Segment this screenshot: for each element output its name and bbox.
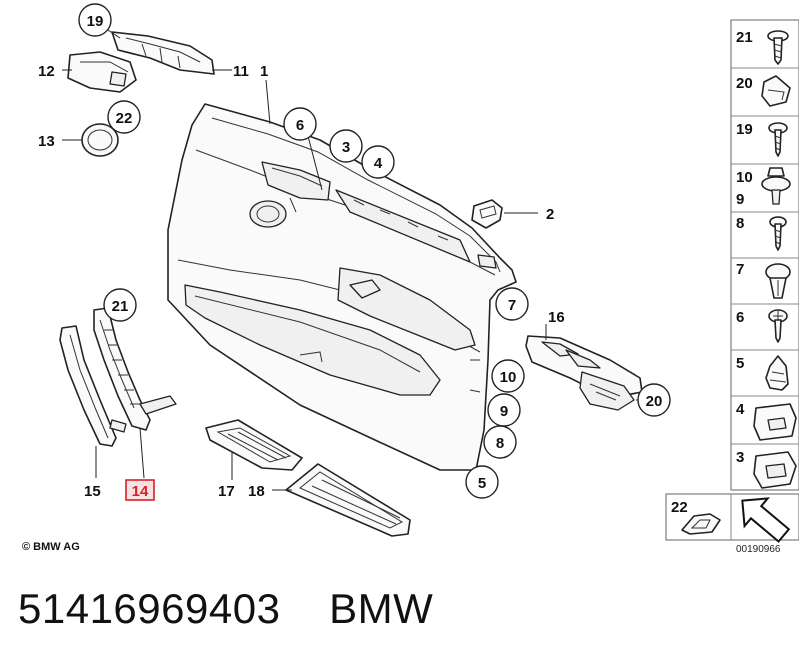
label-17: 17: [218, 483, 235, 500]
callout-3: 3: [329, 129, 363, 163]
sidebar-label-21: 21: [736, 29, 753, 46]
label-14: 14: [132, 483, 149, 500]
speaker-grille-18: [285, 463, 411, 537]
callout-9: 9: [487, 393, 521, 427]
leader-lines: [62, 29, 640, 491]
label-3: 3: [342, 139, 350, 156]
legend-label-22: 22: [671, 499, 688, 516]
label-11: 11: [233, 63, 249, 80]
callout-7: 7: [495, 287, 529, 321]
callout-4: 4: [361, 145, 395, 179]
label-5: 5: [478, 475, 486, 492]
callout-21-left: 21: [103, 288, 137, 322]
armrest-trim-15: [59, 325, 117, 447]
legend-box: 22: [665, 493, 799, 543]
sidebar-label-8: 8: [736, 215, 744, 232]
clip-10-icon: [761, 167, 791, 205]
label-8: 8: [496, 435, 504, 452]
label-9: 9: [500, 403, 508, 420]
screw-8-icon: [769, 216, 787, 251]
grommet-22-icon: [681, 513, 721, 535]
clip-7-icon: [765, 263, 791, 299]
screw-19-icon: [768, 122, 788, 157]
sidebar-label-6: 6: [736, 309, 744, 326]
label-22: 22: [116, 110, 133, 127]
callout-10: 10: [491, 359, 525, 393]
clip-4-icon: [753, 403, 797, 441]
sidebar-label-9: 9: [736, 191, 744, 208]
diagram-number: 00190966: [736, 544, 781, 555]
armrest-carrier-14: [93, 307, 177, 433]
callout-8: 8: [483, 425, 517, 459]
speaker-grille-17: [205, 419, 303, 471]
label-1: 1: [260, 63, 268, 80]
label-6: 6: [296, 117, 304, 134]
fastener-sidebar: 21 20 19 10 9 8: [730, 19, 799, 491]
part-number-brand: 51416969403 BMW: [18, 585, 434, 632]
screw-6-icon: [768, 309, 788, 343]
label-15: 15: [84, 483, 101, 500]
callout-20: 20: [637, 383, 671, 417]
callout-22-top: 22: [107, 100, 141, 134]
label-2: 2: [546, 206, 554, 223]
handle-bracket-19: [111, 31, 215, 75]
switch-bracket-16: [525, 335, 643, 411]
label-21: 21: [112, 298, 129, 315]
handle-cover-12: [67, 51, 137, 93]
switch-2: [471, 199, 503, 229]
sidebar-label-10: 10: [736, 169, 753, 186]
sidebar-label-4: 4: [736, 401, 745, 418]
nut-5-icon: [765, 355, 789, 391]
label-7: 7: [508, 297, 516, 314]
callout-5: 5: [465, 465, 499, 499]
label-12: 12: [38, 63, 55, 80]
label-4: 4: [374, 155, 383, 172]
label-13: 13: [38, 133, 55, 150]
screw-21-icon: [767, 30, 789, 65]
sidebar-label-20: 20: [736, 75, 753, 92]
label-10: 10: [500, 369, 517, 386]
sidebar-label-3: 3: [736, 449, 744, 466]
clip-20-icon: [761, 75, 791, 107]
sidebar-label-5: 5: [736, 355, 744, 372]
label-20: 20: [646, 393, 663, 410]
label-19: 19: [87, 13, 104, 30]
sidebar-label-19: 19: [736, 121, 753, 138]
copyright-text: © BMW AG: [22, 541, 80, 553]
clip-3-icon: [753, 451, 797, 489]
arrow-icon: [741, 497, 791, 543]
sidebar-label-7: 7: [736, 261, 744, 278]
door-trim-panel: [167, 103, 517, 471]
highlighted-part-14: 14: [125, 479, 155, 501]
callout-6: 6: [283, 107, 317, 141]
callout-19: 19: [78, 3, 112, 37]
label-18: 18: [248, 483, 265, 500]
label-16: 16: [548, 309, 565, 326]
